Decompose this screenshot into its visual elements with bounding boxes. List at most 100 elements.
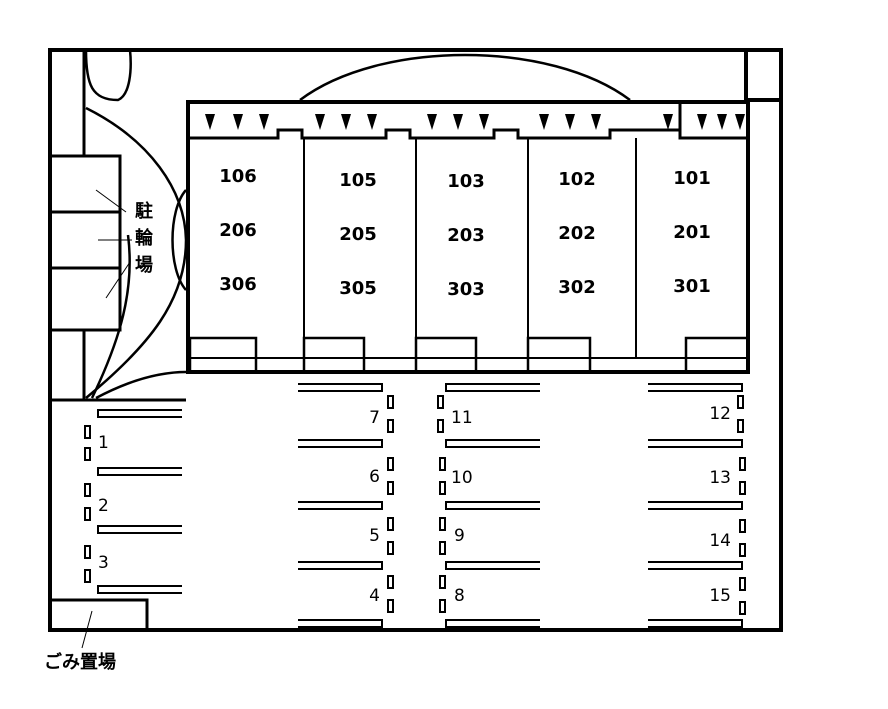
wheel-stop xyxy=(387,419,394,433)
parking-stall-line xyxy=(445,439,540,448)
space-8: 8 xyxy=(454,586,465,606)
parking-stall-line xyxy=(445,383,540,392)
bicycle-parking-label: 駐 輪 場 xyxy=(135,200,154,276)
room-306: 306 xyxy=(219,274,257,295)
parking-stall-line xyxy=(298,383,383,392)
wheel-stop xyxy=(387,517,394,531)
entrance-arrow xyxy=(717,114,727,130)
space-14: 14 xyxy=(709,531,731,551)
space-3: 3 xyxy=(98,553,109,573)
room-103: 103 xyxy=(447,171,485,192)
wheel-stop xyxy=(84,507,91,521)
parking-space-numbers: 1 2 3 4 5 6 7 8 9 10 11 12 13 14 15 xyxy=(98,404,731,606)
space-5: 5 xyxy=(369,526,380,546)
wheel-stop xyxy=(439,541,446,555)
entrance-arrow xyxy=(697,114,707,130)
room-labels: 106 206 306 105 205 305 103 203 303 102 … xyxy=(219,166,711,300)
wheel-stop xyxy=(84,425,91,439)
room-101: 101 xyxy=(673,168,711,189)
wheel-stop xyxy=(737,419,744,433)
room-102: 102 xyxy=(558,169,596,190)
parking-stall-line xyxy=(298,501,383,510)
parking-stall-line xyxy=(298,561,383,570)
garbage-area: ごみ置場 xyxy=(44,598,149,673)
room-106: 106 xyxy=(219,166,257,187)
bicycle-label-char-1: 駐 xyxy=(135,200,153,222)
space-7: 7 xyxy=(369,408,380,428)
entrance-arrow xyxy=(663,114,673,130)
wheel-stop xyxy=(84,545,91,559)
wheel-stop xyxy=(439,457,446,471)
entrance-arrow xyxy=(205,114,215,130)
space-11: 11 xyxy=(451,408,473,428)
parking-stall-line xyxy=(648,619,743,628)
entrance-arrow xyxy=(539,114,549,130)
wheel-stop xyxy=(437,395,444,409)
entrance-arrow xyxy=(367,114,377,130)
entrance-arrow xyxy=(479,114,489,130)
room-205: 205 xyxy=(339,224,377,245)
wheel-stop xyxy=(739,519,746,533)
wheel-stop xyxy=(739,577,746,591)
space-4: 4 xyxy=(369,586,380,606)
space-6: 6 xyxy=(369,467,380,487)
wheel-stop xyxy=(739,481,746,495)
room-303: 303 xyxy=(447,279,485,300)
parking-stall-line xyxy=(97,525,182,534)
entrance-arrow xyxy=(565,114,575,130)
corner-box xyxy=(744,48,783,102)
wheel-stop xyxy=(739,457,746,471)
parking-stall-lines xyxy=(97,383,743,628)
lot-boundary xyxy=(48,48,783,632)
room-305: 305 xyxy=(339,278,377,299)
bicycle-label-char-3: 場 xyxy=(135,255,153,276)
wheel-stop xyxy=(387,395,394,409)
parking-stall-line xyxy=(97,467,182,476)
entrance-arrow xyxy=(591,114,601,130)
parking-stall-line xyxy=(445,561,540,570)
wheel-stop xyxy=(387,457,394,471)
parking-stall-line xyxy=(648,501,743,510)
room-201: 201 xyxy=(673,222,711,243)
wheel-stop xyxy=(387,481,394,495)
space-13: 13 xyxy=(709,468,731,488)
room-202: 202 xyxy=(558,223,596,244)
parking-stall-line xyxy=(648,561,743,570)
balcony-boxes xyxy=(188,336,750,374)
room-301: 301 xyxy=(673,276,711,297)
parking-stall-line xyxy=(298,439,383,448)
left-strip xyxy=(50,50,186,402)
wheel-stop xyxy=(437,419,444,433)
space-1: 1 xyxy=(98,433,109,453)
unit-dividers xyxy=(303,138,637,358)
access-curves xyxy=(84,49,631,400)
parking-stall-line xyxy=(97,409,182,418)
wheel-stops xyxy=(84,395,746,615)
building-corridor xyxy=(188,102,748,140)
room-203: 203 xyxy=(447,225,485,246)
wheel-stop xyxy=(439,481,446,495)
wheel-stop xyxy=(84,483,91,497)
space-15: 15 xyxy=(709,586,731,606)
entrance-arrow xyxy=(315,114,325,130)
parking-stall-line xyxy=(648,439,743,448)
wheel-stop xyxy=(739,601,746,615)
parking-stall-line xyxy=(445,501,540,510)
entrance-arrow xyxy=(259,114,269,130)
wheel-stop xyxy=(387,541,394,555)
room-302: 302 xyxy=(558,277,596,298)
wheel-stop xyxy=(439,517,446,531)
wheel-stop xyxy=(84,447,91,461)
space-10: 10 xyxy=(451,468,473,488)
bicycle-rack xyxy=(48,154,132,332)
wheel-stop xyxy=(439,575,446,589)
wheel-stop xyxy=(737,395,744,409)
space-2: 2 xyxy=(98,496,109,516)
parking-stall-line xyxy=(648,383,743,392)
room-206: 206 xyxy=(219,220,257,241)
bicycle-label-char-2: 輪 xyxy=(135,227,154,249)
garbage-area-label: ごみ置場 xyxy=(44,651,116,673)
parking-stall-line xyxy=(298,619,383,628)
entrance-arrow xyxy=(233,114,243,130)
